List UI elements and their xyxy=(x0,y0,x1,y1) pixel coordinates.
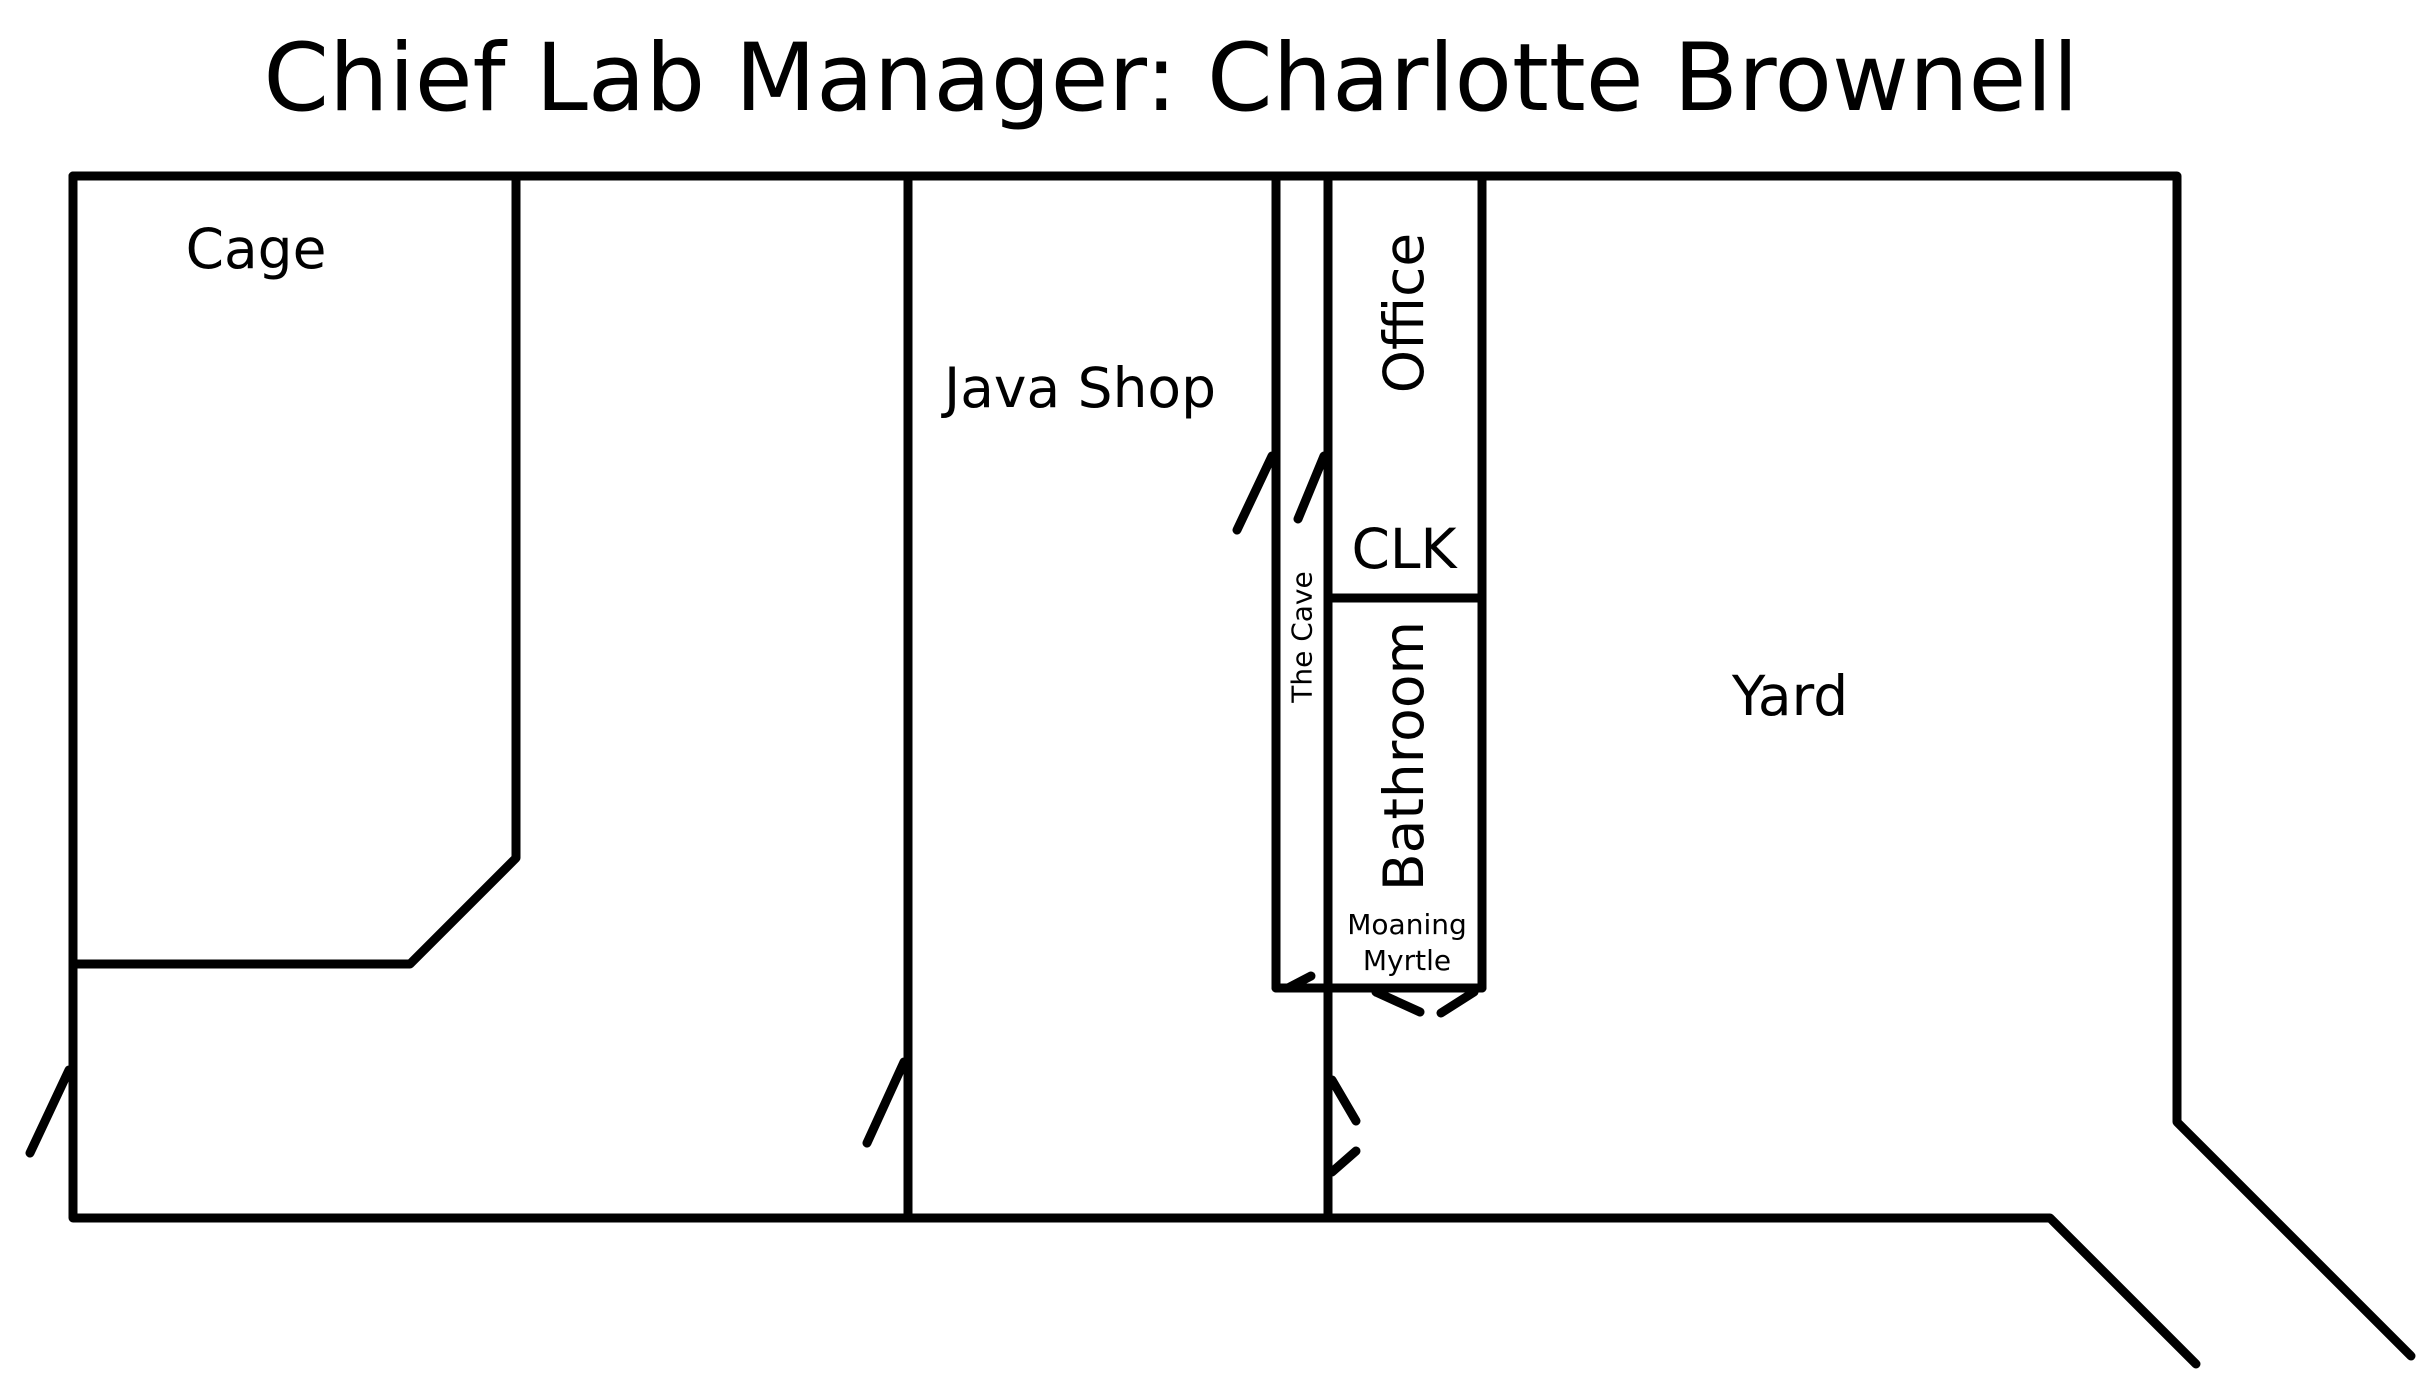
room-label-myrtle: Myrtle xyxy=(1363,944,1451,977)
door-swing xyxy=(1327,1075,1361,1126)
room-label-cage: Cage xyxy=(186,217,327,281)
outer-walls xyxy=(68,171,2416,1369)
door-swing xyxy=(25,1065,74,1158)
room-label-bathroom: Bathroom xyxy=(1372,621,1436,891)
room-label-office: Office xyxy=(1372,233,1436,394)
outer-wall xyxy=(68,171,2201,1369)
office-block xyxy=(1323,171,1487,993)
room-label-the-cave: The Cave xyxy=(1286,571,1319,703)
door-swing xyxy=(1436,987,1479,1018)
doors xyxy=(25,451,1479,1177)
room-label-clk: CLK xyxy=(1351,517,1458,581)
door-swing xyxy=(1371,987,1425,1017)
door-swing xyxy=(1293,451,1329,524)
room-label-java-shop: Java Shop xyxy=(941,356,1216,420)
room-label-yard: Yard xyxy=(1731,664,1848,728)
the-cave-corridor xyxy=(1271,171,1487,1223)
plan-title: Chief Lab Manager: Charlotte Brownell xyxy=(263,24,2078,133)
outer-wall-right xyxy=(68,171,2416,1361)
door-swing xyxy=(1232,451,1277,535)
door-swing xyxy=(1283,971,1316,993)
door-swing xyxy=(1327,1146,1361,1177)
cage-wall xyxy=(68,171,521,969)
door-swing xyxy=(862,1057,909,1148)
room-label-moaning: Moaning xyxy=(1347,908,1467,941)
